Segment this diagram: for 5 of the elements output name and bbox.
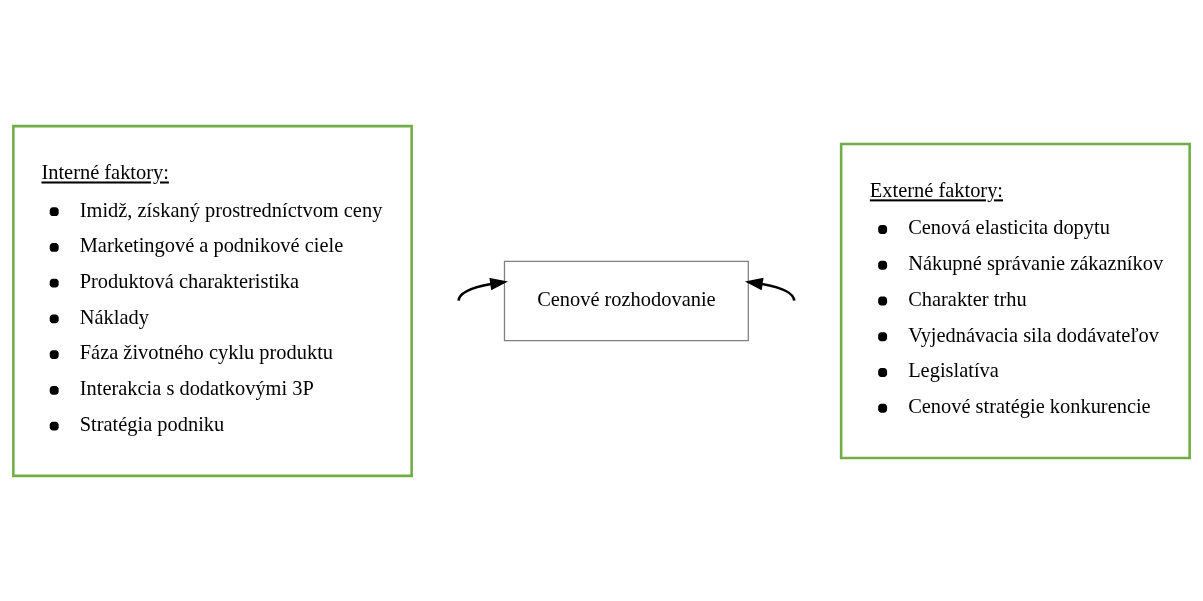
node-box: Cenové rozhodovanie [503,260,749,341]
arrow [744,277,796,301]
node-box: Externé faktory: Cenová elasticita dopytu Nákupné správanie zákazníkov Charakter trhu Vyjednávacia sila dodávateľov Legislatíva Cenové stratégie konkurencie [839,142,1191,459]
node-box: Interné faktory: Imidž, získaný prostredníctvom ceny Marketingové a podnikové ciele Produktová charakteristika Náklady Fáza životného cyklu produktu Interakcia s dodatkovými 3P Stratégia podniku [12,124,413,477]
arrow [457,277,508,301]
